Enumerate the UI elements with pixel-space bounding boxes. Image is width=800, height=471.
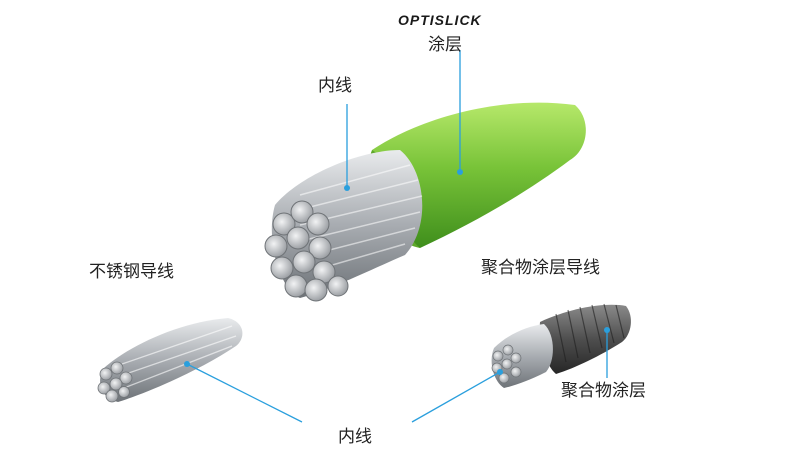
polymer-inner-wire-end-strands: [491, 344, 522, 384]
label-inner-wire-top: 内线: [318, 76, 352, 96]
inner-wire-end-strands: [264, 200, 349, 302]
polymer-coating-ridges: [555, 303, 625, 363]
optislick-logo: OPTISLICK: [398, 12, 482, 28]
polymer-coated-cable: [491, 303, 631, 388]
green-coated-cable: [264, 102, 586, 302]
green-coating-sleeve: [372, 102, 586, 248]
stainless-cable-body: [100, 318, 243, 402]
polymer-coating-sleeve: [539, 304, 631, 374]
leader-polymer-inner-wire: [411, 371, 501, 423]
label-inner-wire-bottom: 内线: [338, 427, 372, 447]
polymer-inner-wire: [491, 324, 553, 388]
leader-lines: [184, 50, 610, 423]
label-stainless-cable: 不锈钢导线: [89, 262, 174, 282]
label-polymer-cable: 聚合物涂层导线: [481, 258, 600, 278]
stainless-cable-end-strands: [97, 361, 133, 403]
label-polymer-coating: 聚合物涂层: [561, 381, 646, 401]
stainless-steel-cable: [97, 318, 243, 403]
stainless-cable-twist-lines: [119, 325, 237, 389]
leader-stainless-cable: [186, 363, 303, 423]
label-coating: 涂层: [428, 35, 462, 55]
